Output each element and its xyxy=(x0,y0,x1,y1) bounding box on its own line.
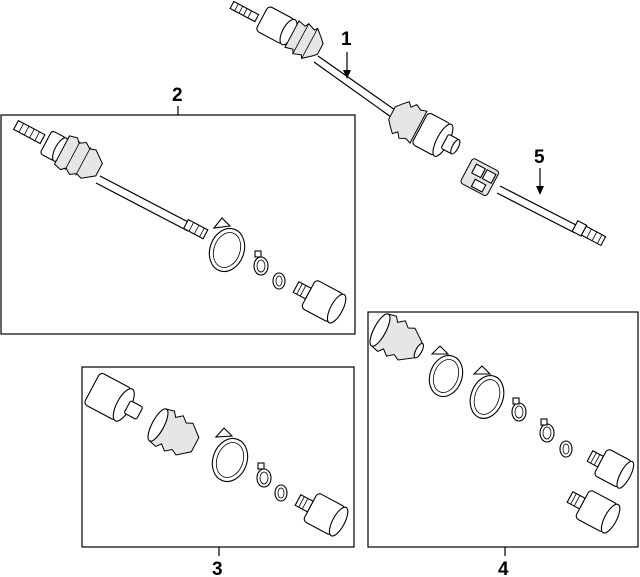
callout-2: 2 xyxy=(172,85,183,106)
clip-ring xyxy=(511,397,527,422)
callout-3: 3 xyxy=(212,559,223,577)
snap-ring xyxy=(272,272,286,290)
callout-1: 1 xyxy=(341,29,352,50)
intermediate-shaft-5[interactable] xyxy=(460,158,607,247)
snap-ring xyxy=(559,440,573,458)
clamp-band xyxy=(469,365,505,419)
callout-1-arrowhead xyxy=(343,70,351,79)
tripod-joint xyxy=(586,449,635,489)
clip-ring xyxy=(539,418,555,443)
clamp-band xyxy=(211,427,249,483)
clip-ring xyxy=(256,462,272,488)
clamp-band xyxy=(208,217,246,273)
callout-4: 4 xyxy=(498,559,509,577)
snap-ring xyxy=(274,484,288,502)
clip-ring xyxy=(253,250,269,276)
clamp-band xyxy=(428,345,464,398)
tripod-joint xyxy=(294,493,349,537)
callout-5-arrowhead xyxy=(536,186,544,195)
callout-5: 5 xyxy=(534,147,545,168)
kit-box-3[interactable] xyxy=(81,366,355,556)
tripod-joint xyxy=(292,280,347,324)
tripod-joint xyxy=(566,490,621,534)
kit-box-2[interactable] xyxy=(0,106,356,335)
kit-box-4[interactable] xyxy=(365,310,639,556)
axle-shaft-assembly-1[interactable] xyxy=(229,0,466,164)
